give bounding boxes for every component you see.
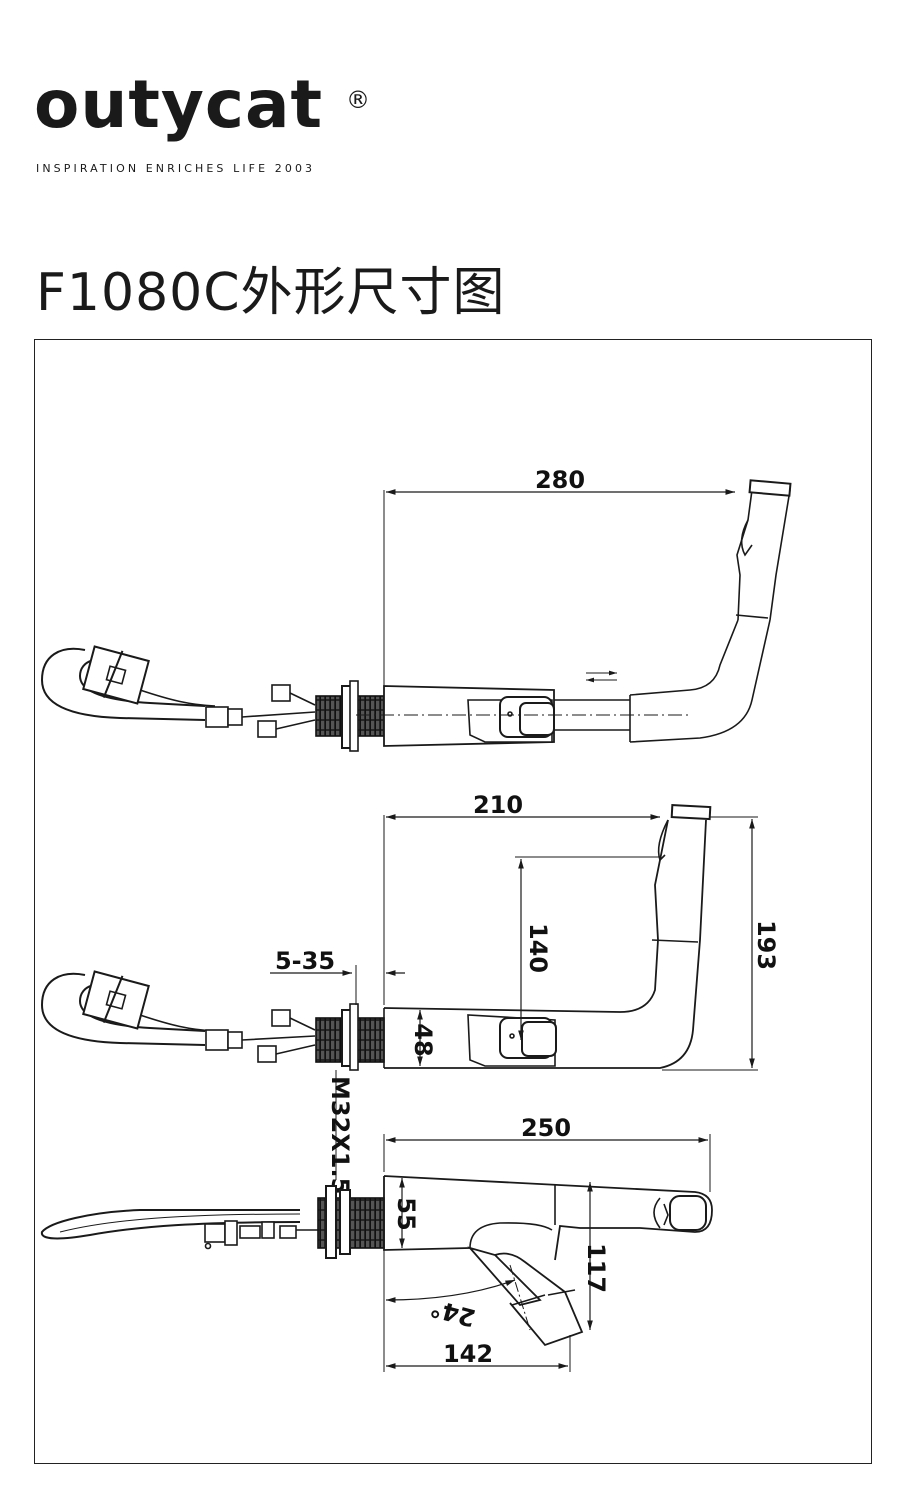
dim-24-angle: 24°: [427, 1293, 478, 1332]
filter-cartridge: [82, 645, 150, 705]
double-arrow-icon: [586, 670, 617, 683]
brand-tagline: INSPIRATION ENRICHES LIFE 2003: [36, 162, 316, 175]
dim-48: 48: [409, 1023, 437, 1056]
dim-5-35: 5-35: [275, 947, 335, 975]
brand-logo: outycat ® INSPIRATION ENRICHES LIFE 2003: [34, 66, 370, 176]
registered-mark: ®: [346, 86, 370, 114]
dim-140: 140: [524, 923, 552, 973]
faucet-side-view-extended: [40, 479, 792, 752]
dim-55: 55: [392, 1197, 420, 1230]
dim-210: 210: [473, 791, 523, 819]
dim-193: 193: [752, 920, 780, 970]
drawing-frame: [34, 339, 872, 1464]
dim-thread-m32: M32X1.5: [326, 1076, 354, 1194]
faucet-side-view-dimensioned: [40, 804, 758, 1180]
dim-280: 280: [535, 466, 585, 494]
brand-name: outycat: [34, 66, 324, 143]
faucet-top-view: [40, 1134, 713, 1372]
dim-142: 142: [443, 1340, 493, 1368]
page-title: F1080C外形尺寸图: [36, 263, 506, 323]
filter-cartridge: [82, 970, 150, 1030]
dim-250: 250: [521, 1114, 571, 1142]
dim-117: 117: [582, 1243, 610, 1293]
